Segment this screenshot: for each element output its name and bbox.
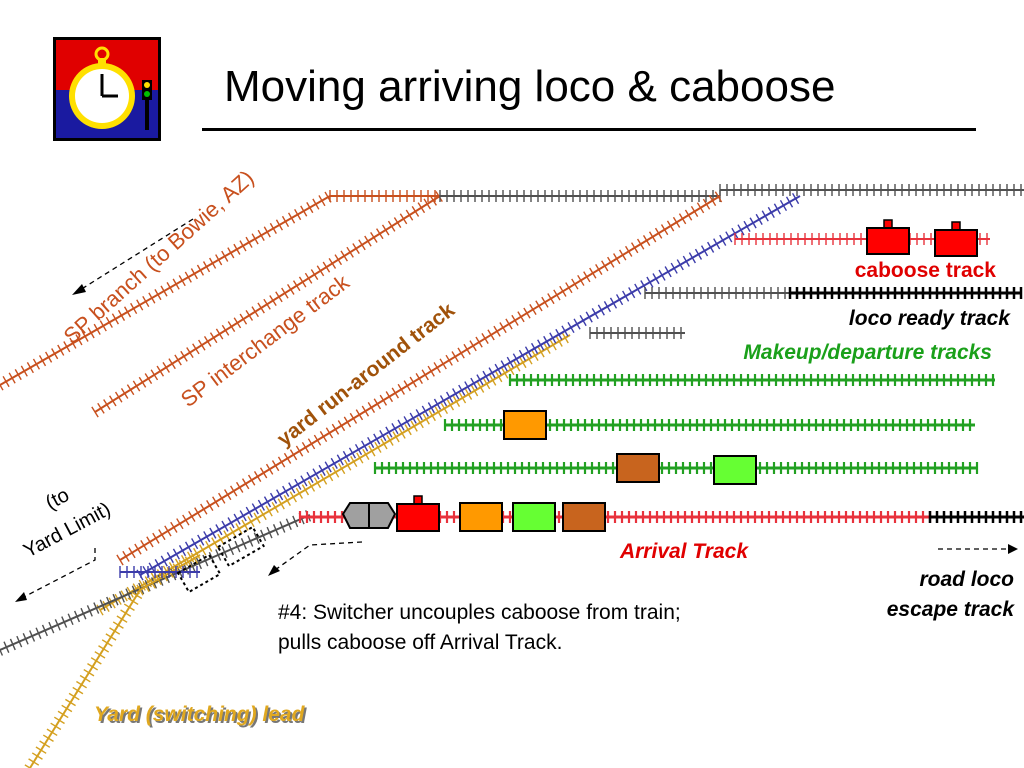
sp-branch-upper-track [329,190,440,202]
road-locomotive [341,502,397,529]
sp-branch-label: SP branch (to Bowie, AZ) [59,165,259,349]
caption-line-2: pulls caboose off Arrival Track. [278,631,562,654]
sp-upper-main [439,190,721,202]
escape-track-arrow [938,544,1018,554]
yard-lead-diag-track [96,332,571,616]
arrival-car-brown [562,502,606,532]
short-siding-track [589,327,685,339]
caboose-car-1 [866,219,910,255]
yard-runaround-label: yard run-around track [273,298,459,451]
arrow-layer [15,218,1018,602]
track-layer [0,184,1024,768]
yard-lead-label-shadow: Yard (switching) lead [96,705,308,728]
ghost-switcher-cars [176,525,266,594]
yard-lead-label: Yard (switching) lead [94,703,306,726]
to-label: (to [42,484,73,514]
makeup-departure-label: Makeup/departure tracks [743,341,992,364]
arrival-car-orange [459,502,503,532]
makeup-car-green [713,455,757,485]
yard-limit-label: Yard Limit) [20,498,114,562]
makeup-car-orange [503,410,547,440]
escape-track [928,511,1024,523]
arrival-track-label: Arrival Track [619,540,749,563]
yard-limit-lead-track [0,510,312,656]
sp-branch-track [0,191,332,391]
makeup-track-1 [508,374,995,386]
makeup-track-2 [443,419,975,431]
yard-lead-curve-track [24,589,143,768]
caboose-track-label: caboose track [855,259,997,282]
slide-title: Moving arriving loco & caboose [224,62,836,111]
sp-upper-main-2 [719,184,1024,196]
loco-ready-track-label: loco ready track [849,307,1011,330]
escape-track-label: escape track [887,598,1016,621]
sp-interchange-label: SP interchange track [176,269,355,412]
loco-ready-track-light [644,287,790,299]
sp-branch-arrow [72,218,194,295]
sp-interchange-track [91,191,443,418]
caption-line-1: #4: Switcher uncouples caboose from trai… [278,601,681,624]
runaround-diag-track [116,191,723,566]
arrival-caboose [396,495,440,532]
road-loco-label: road loco [919,568,1014,591]
yard-lead-blue-stub [119,566,200,578]
car-layer [176,219,978,594]
loco-ready-track [788,287,1023,299]
caboose-car-2 [934,221,978,257]
arrival-pull-arrow [268,541,363,576]
makeup-car-brown [616,453,660,483]
arrival-car-green [512,502,556,532]
caboose-track [734,233,990,245]
title-underline [202,128,976,131]
stopwatch-signal-icon [53,37,161,141]
runaround-blue-track [136,192,801,581]
makeup-track-3 [373,462,979,474]
arrival-track [298,511,932,523]
yard-lead-curve-track-2 [136,552,201,596]
yard-limit-arrow [15,548,96,602]
